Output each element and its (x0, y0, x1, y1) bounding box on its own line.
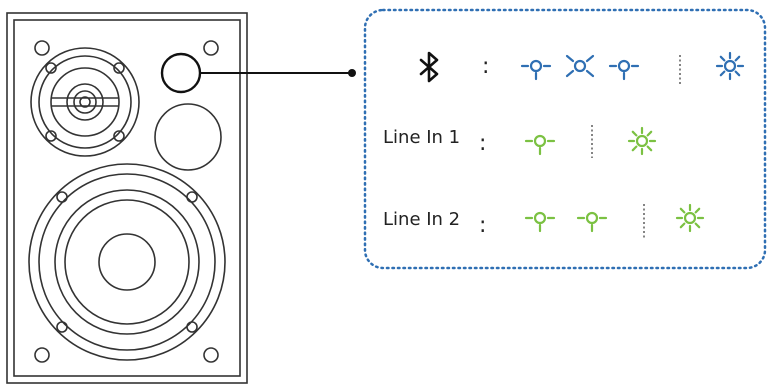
woofer (28, 163, 226, 361)
screw (203, 347, 219, 363)
bluetooth-icon (419, 51, 439, 83)
screw (34, 40, 50, 56)
blink-slow-led-icon (608, 59, 640, 81)
speaker-cabinet (6, 12, 248, 384)
cabinet-outer (6, 12, 248, 384)
connector-dot (348, 69, 356, 77)
blink-slow-led-icon (524, 211, 556, 233)
blink-slow-led-icon (520, 59, 552, 81)
screw (34, 347, 50, 363)
row-label: Line In 1 (383, 127, 460, 148)
steady-on-led-icon (675, 203, 705, 233)
legend-row-bluetooth: : (419, 51, 745, 86)
screw (203, 40, 219, 56)
blink-fast-led-icon (565, 54, 595, 78)
legend-row-line-in-1: Line In 1 : (383, 125, 657, 158)
steady-on-led-icon (627, 126, 657, 156)
legend-row-line-in-2: Line In 2 : (383, 203, 705, 240)
row-separator: : (479, 131, 486, 156)
indicator-led (160, 52, 202, 94)
led-pattern-icons (520, 51, 745, 81)
bass-port (154, 103, 222, 171)
steady-on-led-icon (715, 51, 745, 81)
row-separator: : (479, 213, 486, 238)
tweeter (30, 47, 140, 157)
legend-callout (363, 8, 767, 270)
blink-slow-led-icon (576, 211, 608, 233)
led-pattern-icons (524, 203, 705, 233)
blink-slow-led-icon (524, 134, 556, 156)
led-pattern-icons (524, 126, 657, 156)
row-separator: : (482, 54, 489, 79)
row-label: Line In 2 (383, 209, 460, 230)
cabinet-inner (13, 19, 241, 377)
